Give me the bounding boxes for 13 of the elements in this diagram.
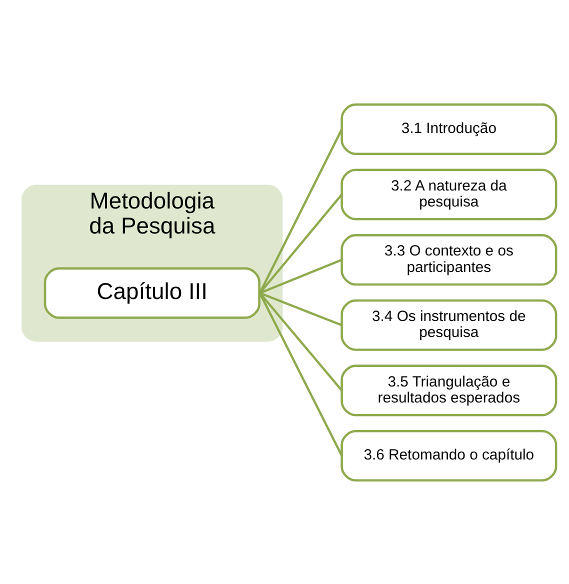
node-box: 3.3 O contexto e os participantes	[340, 234, 558, 286]
node-box: Capítulo III	[44, 266, 260, 318]
node-box: 3.1 Introdução	[340, 102, 558, 154]
connector	[259, 292, 342, 326]
connector	[258, 292, 343, 456]
connector	[258, 292, 343, 391]
node-box: 3.6 Retomando o capítulo	[340, 430, 558, 482]
node-box: 3.4 Os instrumentos de pesquisa	[340, 298, 558, 350]
node-box: 3.2 A natureza da pesquisa	[340, 168, 558, 220]
connector	[258, 128, 343, 294]
connector	[258, 193, 343, 294]
connector	[259, 258, 342, 294]
node-box: 3.5 Triangulação e resultados esperados	[340, 364, 558, 416]
